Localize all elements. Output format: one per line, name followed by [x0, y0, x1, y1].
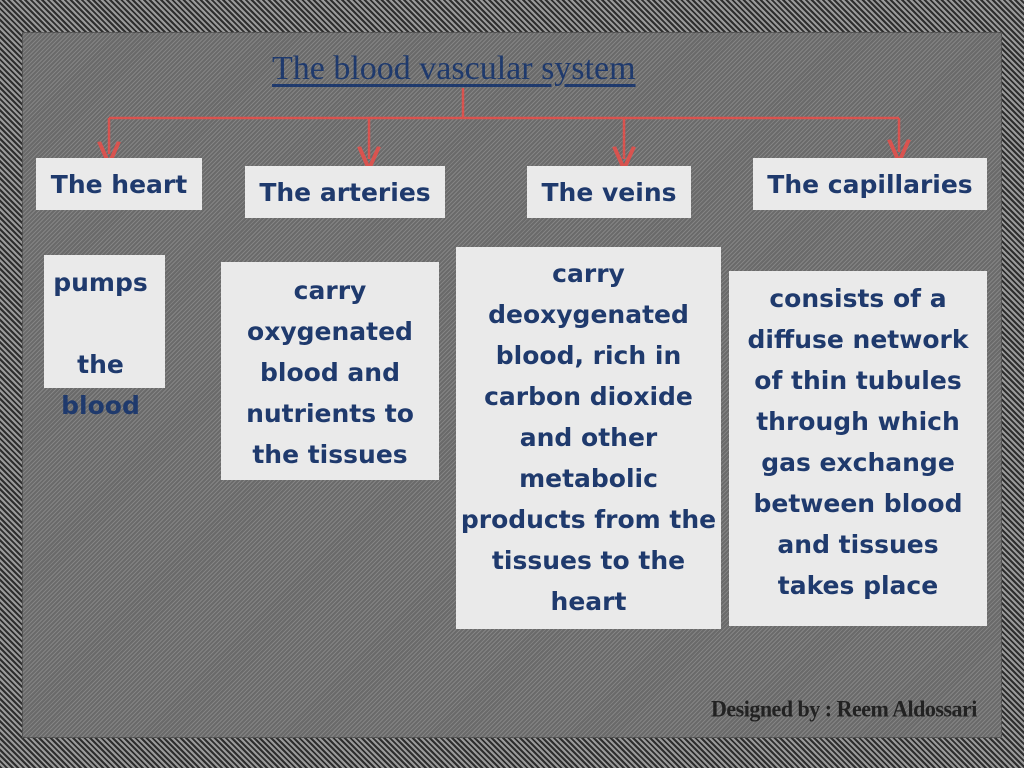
node-heart-label: The heart	[36, 158, 202, 210]
node-capillaries-label: The capillaries	[753, 158, 987, 210]
credit-text: Designed by : Reem Aldossari	[711, 695, 977, 722]
node-heart-description: pumps the blood	[53, 268, 148, 420]
node-capillaries-description: consists of a diffuse network of thin tu…	[729, 271, 987, 626]
diagram-title: The blood vascular system	[272, 50, 636, 87]
node-heart-description-box	[44, 255, 165, 388]
node-arteries-description: carry oxygenated blood and nutrients to …	[221, 262, 439, 480]
node-veins-description: carry deoxygenated blood, rich in carbon…	[456, 247, 721, 629]
node-arteries-label: The arteries	[245, 166, 445, 218]
node-veins-label: The veins	[527, 166, 691, 218]
